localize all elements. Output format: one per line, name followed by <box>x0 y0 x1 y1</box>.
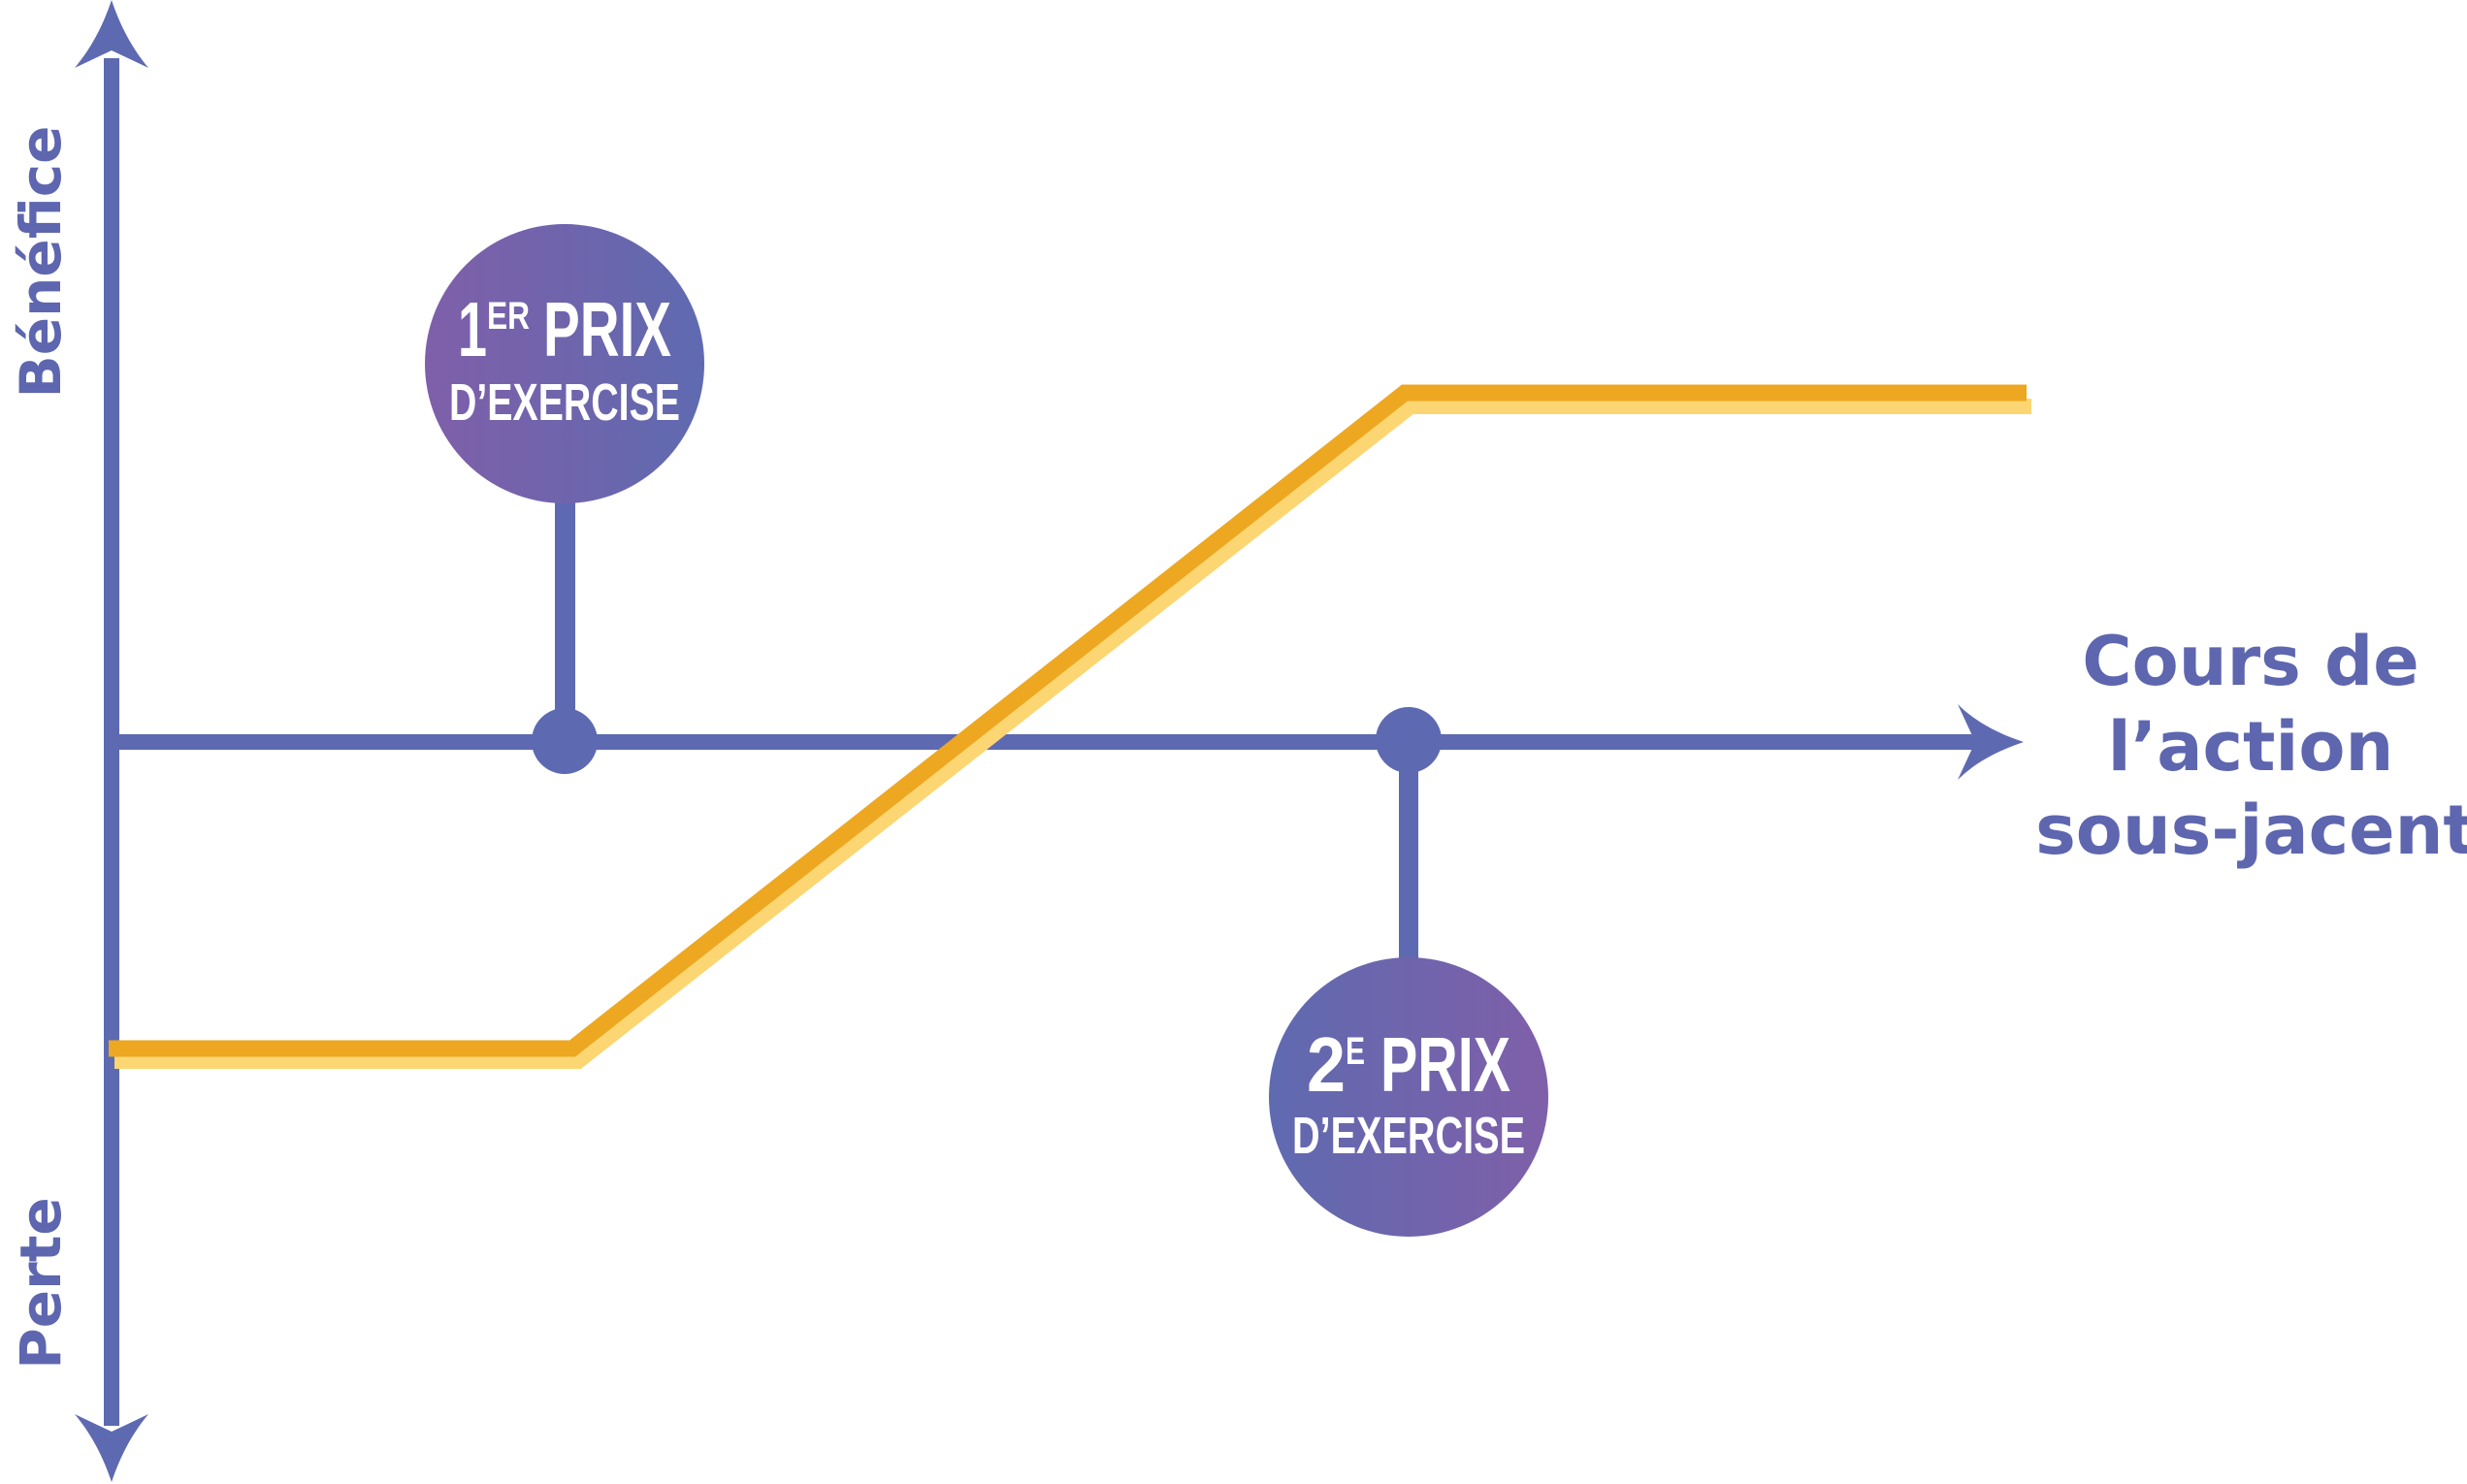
payoff-line-main <box>109 384 2027 1057</box>
x-axis-label-line-2: l’action <box>2108 707 2394 787</box>
strike-1-subtitle: D’EXERCISE <box>449 373 680 432</box>
strike-1-superscript: ER <box>487 295 530 338</box>
strike-1-stem <box>555 500 575 713</box>
y-axis-arrow-down-icon <box>75 1414 148 1482</box>
y-axis-arrow-up-icon <box>75 0 148 68</box>
strike-2-title: 2E PRIX <box>1307 1021 1510 1108</box>
strike-2-number: 2 <box>1307 1021 1346 1108</box>
strike-1-dot <box>532 708 598 774</box>
y-axis <box>75 0 148 1482</box>
strike-2-badge <box>1269 957 1548 1237</box>
strike-1-title-word: PRIX <box>543 286 671 372</box>
strike-1-badge <box>425 224 704 503</box>
strike-2-superscript: E <box>1346 1030 1365 1073</box>
strike-1-title: 1ER PRIX <box>458 286 671 372</box>
strike-2-dot <box>1376 707 1442 773</box>
payoff-line-shadow <box>114 399 2031 1069</box>
x-axis-label-line-3: sous-jacent <box>2035 790 2467 870</box>
strike-2-marker: 2E PRIX D’EXERCISE <box>1269 707 1548 1237</box>
strike-1-number: 1 <box>458 286 487 372</box>
strike-1-marker: 1ER PRIX D’EXERCISE <box>425 224 704 774</box>
y-axis-bottom-label: Perte <box>8 1197 74 1370</box>
y-axis-top-label: Bénéfice <box>8 126 74 399</box>
x-axis-label: Cours de l’action sous-jacent <box>2035 622 2467 870</box>
strike-2-stem <box>1399 766 1418 960</box>
x-axis-arrow-right-icon <box>1958 704 2024 780</box>
x-axis-line <box>116 734 1979 750</box>
x-axis <box>116 704 2024 780</box>
x-axis-label-line-1: Cours de <box>2082 622 2418 701</box>
strike-2-subtitle: D’EXERCISE <box>1292 1107 1525 1165</box>
payoff-line <box>109 384 2031 1069</box>
strike-2-title-word: PRIX <box>1380 1021 1510 1108</box>
y-axis-line <box>104 58 119 1426</box>
